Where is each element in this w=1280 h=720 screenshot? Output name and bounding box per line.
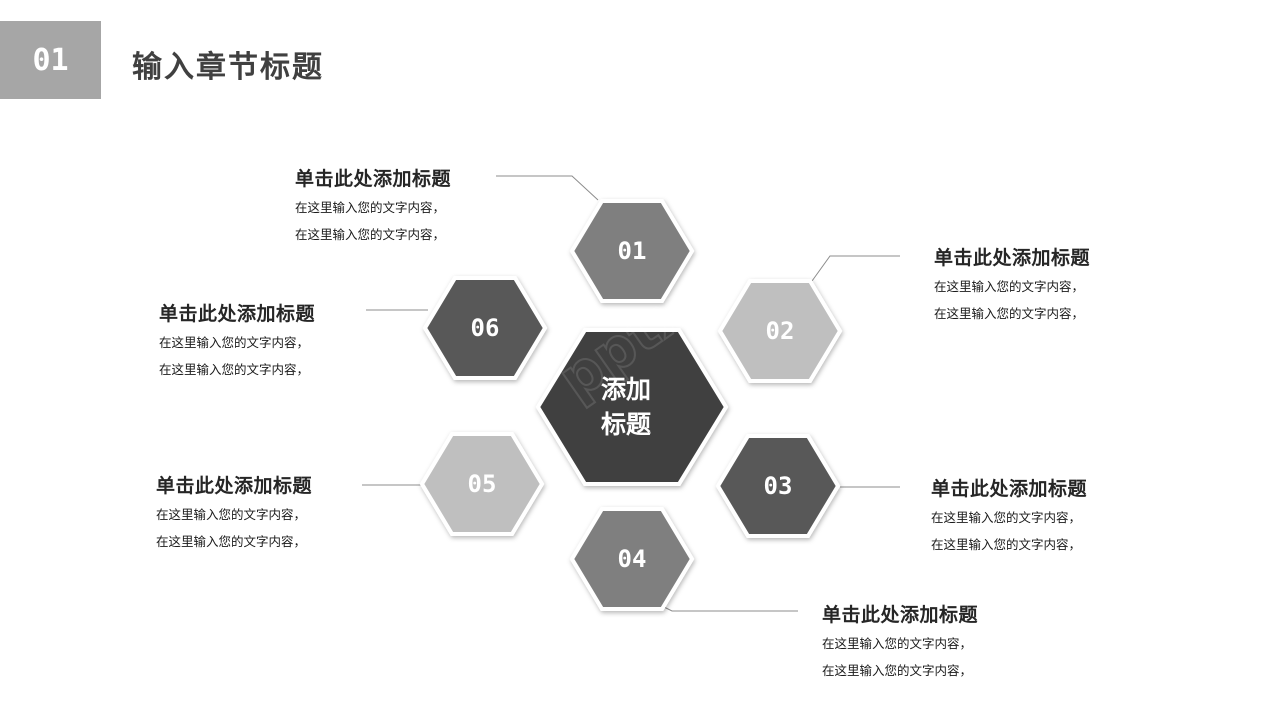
connector-line-01 [496,175,599,201]
hexagon-02-label: 02 [766,317,795,345]
center-hexagon [535,328,729,486]
callout-04: 单击此处添加标题 在这里输入您的文字内容， 在这里输入您的文字内容， [822,600,1012,684]
hexagon-03: 03 [715,434,841,538]
connector-line-02 [811,255,900,282]
hexagon-05: 05 [419,432,545,536]
section-number: 01 [32,42,69,78]
hexagon-05-label: 05 [468,470,497,498]
callout-01: 单击此处添加标题 在这里输入您的文字内容， 在这里输入您的文字内容， [295,164,485,248]
callout-06-line2[interactable]: 在这里输入您的文字内容， [159,362,310,377]
center-title-line2: 标题 [601,410,651,439]
callout-05: 单击此处添加标题 在这里输入您的文字内容， 在这里输入您的文字内容， [156,471,346,555]
callout-02-title[interactable]: 单击此处添加标题 [934,247,1091,269]
callout-04-title[interactable]: 单击此处添加标题 [822,604,979,626]
hexagon-06-label: 06 [471,314,500,342]
connector-line-04 [659,604,798,612]
callout-01-title[interactable]: 单击此处添加标题 [295,168,452,190]
hexagon-04: 04 [569,507,695,611]
callout-05-line2[interactable]: 在这里输入您的文字内容， [156,534,307,549]
hexagon-01: 01 [569,199,695,303]
hexagon-06: 06 [422,276,548,380]
callout-05-title[interactable]: 单击此处添加标题 [156,475,313,497]
callout-05-line1[interactable]: 在这里输入您的文字内容， [156,507,307,522]
hexagon-04-label: 04 [618,545,647,573]
callout-02: 单击此处添加标题 在这里输入您的文字内容， 在这里输入您的文字内容， [934,243,1124,327]
center-title-line1: 添加 [601,375,651,404]
callout-01-line2[interactable]: 在这里输入您的文字内容， [295,227,446,242]
callout-02-line2[interactable]: 在这里输入您的文字内容， [934,306,1085,321]
callout-04-line1[interactable]: 在这里输入您的文字内容， [822,636,973,651]
callout-03-title[interactable]: 单击此处添加标题 [931,478,1088,500]
callout-06-line1[interactable]: 在这里输入您的文字内容， [159,335,310,350]
section-number-badge: 01 [0,21,101,99]
callout-04-line2[interactable]: 在这里输入您的文字内容， [822,663,973,678]
callout-03: 单击此处添加标题 在这里输入您的文字内容， 在这里输入您的文字内容， [931,474,1121,558]
callout-06-title[interactable]: 单击此处添加标题 [159,303,316,325]
hexagon-02: 02 [717,279,843,383]
callout-03-line2[interactable]: 在这里输入您的文字内容， [931,537,1082,552]
callout-02-line1[interactable]: 在这里输入您的文字内容， [934,279,1085,294]
hexagon-03-label: 03 [764,472,793,500]
hexagon-01-label: 01 [618,237,647,265]
callout-01-line1[interactable]: 在这里输入您的文字内容， [295,200,446,215]
callout-03-line1[interactable]: 在这里输入您的文字内容， [931,510,1082,525]
callout-06: 单击此处添加标题 在这里输入您的文字内容， 在这里输入您的文字内容， [159,299,349,383]
section-title: 输入章节标题 [132,50,324,85]
